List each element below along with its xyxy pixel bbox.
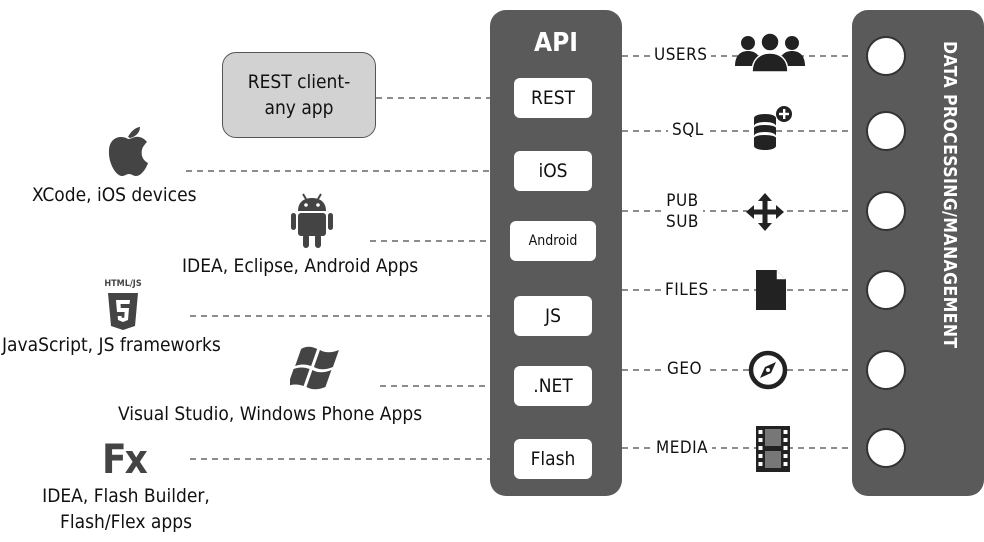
apple-icon <box>108 127 148 176</box>
flash-client-label: IDEA, Flash Builder, Flash/Flex apps <box>42 485 210 533</box>
database-plus-icon <box>754 106 792 150</box>
dotnet-client-label: Visual Studio, Windows Phone Apps <box>118 403 423 425</box>
ios-client-label: XCode, iOS devices <box>32 184 197 206</box>
service-users-label: USERS <box>650 45 712 65</box>
data-node-users <box>866 36 906 76</box>
film-icon <box>756 426 790 472</box>
data-node-media <box>866 428 906 468</box>
compass-icon <box>748 350 788 390</box>
data-node-sql <box>866 111 906 151</box>
api-dotnet-button[interactable]: .NET <box>514 366 592 406</box>
data-node-pubsub <box>866 191 906 231</box>
users-icon <box>735 32 805 73</box>
android-icon <box>291 193 333 248</box>
move-arrows-icon <box>746 193 784 231</box>
rest-client-box: REST client- any app <box>222 52 376 138</box>
api-rest-button[interactable]: REST <box>514 78 592 118</box>
js-client-label: JavaScript, JS frameworks <box>2 334 221 356</box>
flex-icon: Fx <box>102 437 148 483</box>
service-geo-label: GEO <box>663 359 707 379</box>
data-node-files <box>866 270 906 310</box>
api-title: API <box>534 28 578 58</box>
html5-badge-text: HTML/JS <box>104 279 142 289</box>
android-client-label: IDEA, Eclipse, Android Apps <box>182 255 419 277</box>
data-processing-panel <box>852 10 984 496</box>
service-media-label: MEDIA <box>652 438 713 458</box>
service-pubsub-label: PUB SUB <box>662 191 703 233</box>
html5-icon <box>108 293 138 330</box>
api-ios-button[interactable]: iOS <box>514 151 592 191</box>
rest-client-label: REST client- any app <box>247 71 351 119</box>
api-android-button[interactable]: Android <box>510 221 596 261</box>
service-sql-label: SQL <box>668 120 708 140</box>
data-processing-title: DATA PROCESSING/MANAGEMENT <box>939 41 959 349</box>
windows-icon <box>290 346 339 390</box>
api-js-button[interactable]: JS <box>514 296 592 336</box>
service-files-label: FILES <box>661 280 713 300</box>
file-icon <box>756 270 786 310</box>
data-node-geo <box>866 350 906 390</box>
api-flash-button[interactable]: Flash <box>514 439 592 479</box>
